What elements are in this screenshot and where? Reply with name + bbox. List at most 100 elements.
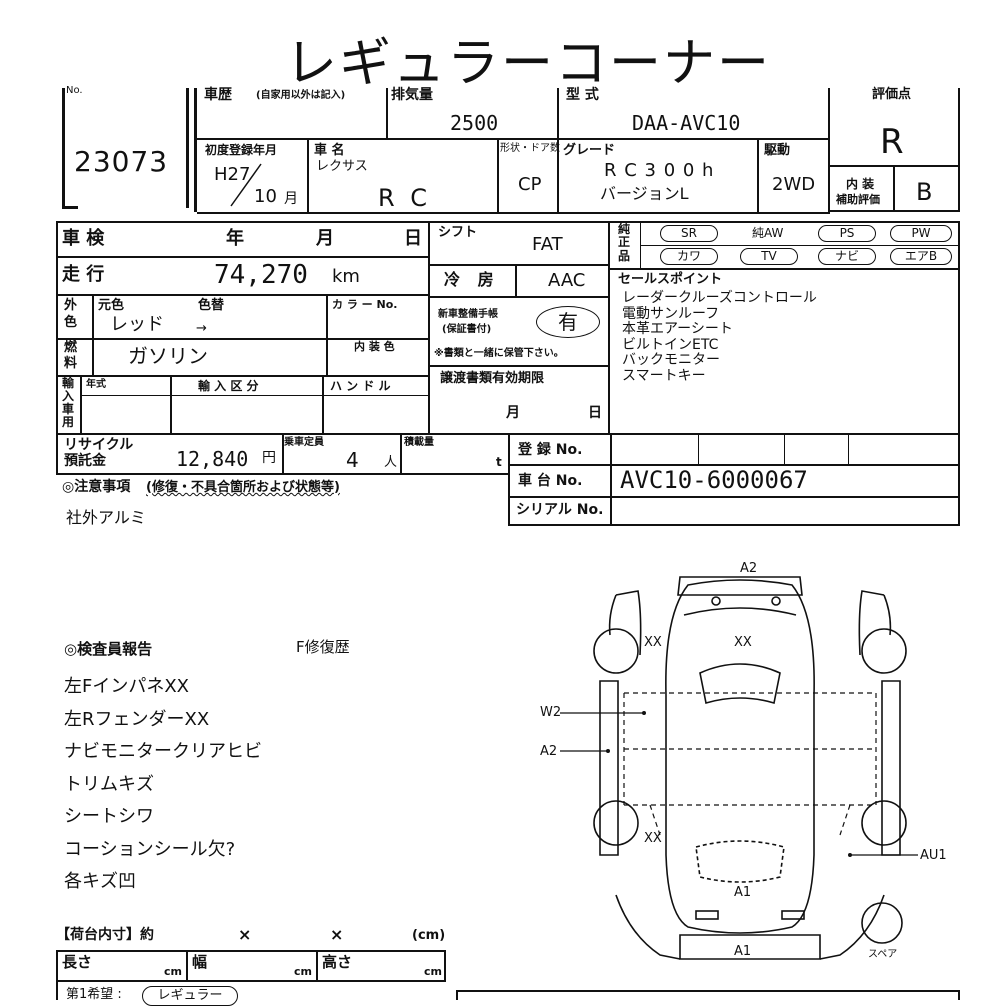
history-label: 車歴: [204, 87, 232, 103]
m-r1: [430, 264, 608, 266]
recycle-unit: 円: [262, 450, 276, 466]
diag-xx-roof: XX: [734, 635, 752, 650]
shift-value: FAT: [532, 234, 563, 255]
recycle-label-2: 預託金: [64, 453, 106, 469]
fuel-label-1: 燃: [64, 340, 78, 355]
mid-top: [56, 221, 960, 223]
sales-item: 本革エアーシート: [622, 321, 733, 337]
b-left-bottom: [56, 473, 510, 475]
score-split: [893, 165, 895, 211]
inspector-list: 左FインパネXX 左RフェンダーXX ナビモニタークリアヒビ トリムキズ シート…: [64, 672, 262, 900]
l-r1: [56, 256, 430, 258]
inspector-item: 各キズ凹: [64, 871, 136, 892]
sales-item: 電動サンルーフ: [622, 305, 720, 322]
mid-right: [958, 221, 960, 435]
hope-label: 第1希望 :: [66, 987, 122, 1002]
inspector-item: 左RフェンダーXX: [64, 708, 210, 730]
lot-label: No.: [66, 85, 83, 96]
cargo-cm-1: cm: [164, 965, 182, 978]
table-left-double: [194, 88, 197, 212]
cargo-unit: (cm): [412, 928, 446, 943]
l-labelcol: [92, 294, 94, 375]
mileage-unit: km: [332, 266, 360, 287]
interior-label-2: 補助評価: [836, 193, 880, 206]
b-v4: [610, 435, 612, 525]
model-code-value: DAA-AVC10: [632, 111, 741, 135]
bottom-right-box-right: [958, 990, 960, 1000]
mid-v2: [608, 221, 610, 435]
inspector-repair: F修復歴: [296, 638, 350, 656]
inspector-label: ◎検査員報告: [64, 640, 153, 658]
score-mid: [830, 165, 960, 167]
equip-tv: TV: [740, 248, 798, 265]
equip-sr: SR: [660, 225, 718, 242]
grade-label: グレード: [563, 143, 616, 158]
diag-a1-bottom: A1: [734, 944, 752, 959]
cargo-c1: [186, 950, 188, 982]
b-r3: [508, 524, 960, 526]
color-no-label: カ ラ ー No.: [332, 298, 398, 311]
diag-a2-left: A2: [540, 744, 558, 759]
aircon-label: 冷 房: [444, 270, 500, 289]
history-note: (自家用以外は記入): [256, 90, 346, 101]
score-right: [958, 88, 960, 212]
b-right: [958, 435, 960, 525]
equip-ps: PS: [818, 225, 876, 242]
recycle-value: 12,840: [176, 447, 249, 471]
drive-value: 2WD: [772, 174, 816, 195]
reg-c1: [698, 435, 699, 464]
inspection-day: 日: [404, 228, 422, 249]
score-label: 評価点: [872, 87, 912, 102]
mid-bottom: [56, 433, 960, 435]
import-label-char: 輸: [62, 376, 75, 390]
lot-bracket-right: [186, 88, 189, 208]
car-diagram: [560, 576, 918, 960]
page-title: レギュラーコーナー: [285, 34, 772, 94]
imp-col1: [170, 375, 172, 433]
mileage-label: 走 行: [62, 264, 105, 285]
bottom-right-box-left: [456, 990, 458, 1000]
color-label-2: 色: [64, 315, 78, 330]
cargo-label: 【荷台内寸】約: [56, 927, 154, 943]
mileage-value: 74,270: [214, 260, 308, 290]
r-sub: [640, 245, 958, 246]
inspector-item: シートシワ: [64, 806, 154, 827]
int-color-label: 内 装 色: [354, 340, 395, 353]
model-code-label: 型 式: [566, 87, 599, 103]
shape-label: 形状・ドア数: [500, 143, 560, 154]
diag-top-a2: A2: [740, 561, 758, 576]
v6: [828, 88, 830, 212]
hope-value: レギュラー: [142, 986, 238, 1006]
cargo-top: [56, 950, 446, 952]
car-maker: レクサス: [316, 159, 368, 174]
cargo-right: [444, 950, 446, 982]
l-r3: [56, 338, 430, 340]
sales-item: ビルトインETC: [622, 336, 719, 353]
b-r2: [508, 496, 960, 498]
l-r4: [56, 375, 430, 377]
first-reg-label: 初度登録年月: [205, 143, 278, 157]
reg-c3: [848, 435, 849, 464]
bottom-right-box-top: [456, 990, 960, 992]
first-reg-year: H27: [214, 164, 251, 185]
import-type-label: 輸 入 区 分: [198, 379, 259, 393]
cargo-x2: ×: [330, 925, 344, 944]
warranty-value: 有: [536, 306, 600, 338]
registration-label: 登 録 No.: [518, 442, 583, 458]
diag-a1-inner: A1: [734, 885, 752, 900]
import-label-char: 用: [62, 415, 75, 429]
warranty-note: ※書類と一緒に保管下さい。: [434, 348, 564, 359]
chassis-label: 車 台 No.: [518, 473, 583, 489]
import-label-char: 入: [62, 389, 75, 403]
equip-pw: PW: [890, 225, 952, 242]
chassis-value: AVC10-6000067: [620, 466, 808, 494]
interior-label-1: 内 装: [846, 177, 875, 191]
equip-navi: ナビ: [818, 248, 876, 265]
inspector-item: コーションシール欠?: [64, 838, 236, 860]
row-line-2: [197, 212, 830, 214]
capacity-label: 乗車定員: [284, 437, 324, 448]
v5: [757, 138, 759, 212]
color-arrow: →: [196, 321, 207, 336]
grade-line2: バージョンL: [600, 184, 689, 203]
fuel-value: ガソリン: [128, 344, 208, 368]
